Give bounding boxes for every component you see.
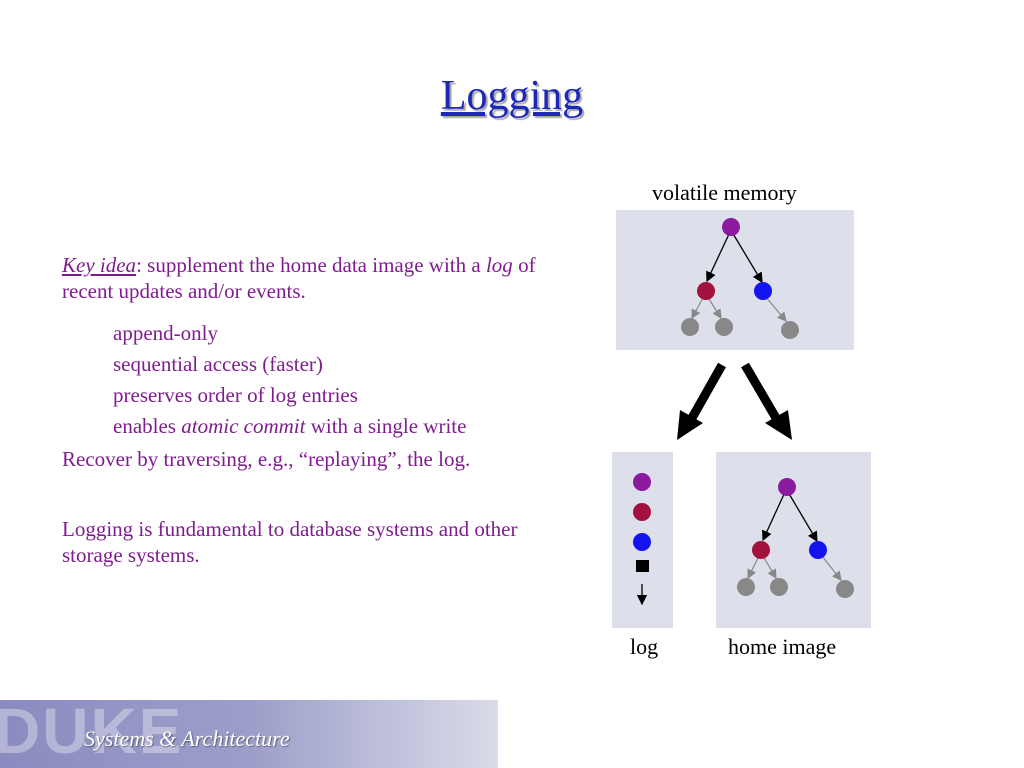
arrow-to-log-icon xyxy=(677,410,703,440)
leaf-node xyxy=(781,321,799,339)
footer-subtitle: Systems & Architecture xyxy=(84,726,290,751)
recover-paragraph: Recover by traversing, e.g., “replaying”… xyxy=(62,447,471,471)
bullet-item: sequential access (faster) xyxy=(113,352,323,376)
log-word: log xyxy=(485,253,513,277)
arrow-to-home-icon xyxy=(765,410,792,440)
duke-watermark: DUKE xyxy=(0,700,184,767)
atomic-suffix: with a single write xyxy=(305,414,467,438)
log-label: log xyxy=(630,634,659,659)
key-idea-label: Key idea xyxy=(62,253,137,277)
log-entry xyxy=(633,503,651,521)
key-idea-paragraph: Key idea: supplement the home data image… xyxy=(62,252,572,304)
home-tree xyxy=(737,478,854,598)
log-commit-marker xyxy=(636,560,649,572)
red-node xyxy=(752,541,770,559)
blue-node xyxy=(754,282,772,300)
leaf-node xyxy=(737,578,755,596)
leaf-node xyxy=(681,318,699,336)
bullet-item-atomic: enables atomic commit with a single writ… xyxy=(113,411,583,442)
leaf-node xyxy=(836,580,854,598)
slide-title: Logging xyxy=(440,73,584,119)
root-node xyxy=(722,218,740,236)
red-node xyxy=(697,282,715,300)
leaf-node xyxy=(715,318,733,336)
leaf-node xyxy=(770,578,788,596)
atomic-commit-term: atomic commit xyxy=(181,414,306,438)
log-entry xyxy=(633,533,651,551)
flow-arrows xyxy=(677,362,792,440)
home-image-label: home image xyxy=(728,634,837,659)
blue-node xyxy=(809,541,827,559)
bullet-list: append-only sequential access (faster) p… xyxy=(113,318,583,442)
key-idea-text-1: : supplement the home data image with a xyxy=(136,253,486,277)
root-node xyxy=(778,478,796,496)
key-idea-text-2: of recent updates and/or events. xyxy=(62,253,536,303)
logging-fundamental-paragraph: Logging is fundamental to database syste… xyxy=(62,517,518,567)
volatile-memory-label: volatile memory xyxy=(652,180,797,205)
bullet-item: preserves order of log entries xyxy=(113,383,358,407)
log-entry xyxy=(633,473,651,491)
log-entries xyxy=(633,473,651,606)
atomic-prefix: enables xyxy=(113,414,182,438)
bullet-item: append-only xyxy=(113,321,218,345)
volatile-tree xyxy=(681,218,799,339)
footer-banner: DUKE Systems & Architecture xyxy=(0,700,498,768)
